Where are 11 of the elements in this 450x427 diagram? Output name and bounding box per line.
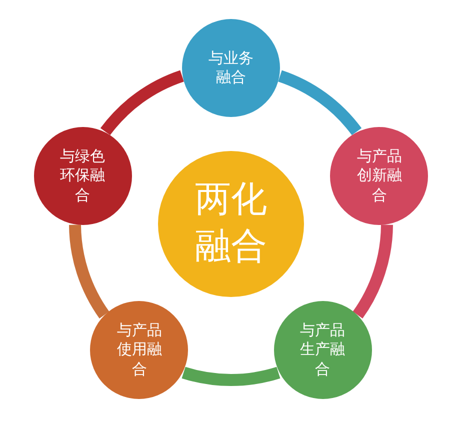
node-label: 与产品生产融合 [300, 320, 346, 380]
ring-connector [182, 366, 280, 386]
node-label: 两化融合 [194, 178, 268, 269]
ring-connector [100, 70, 184, 136]
ring-connector [352, 224, 393, 318]
ring-connector [278, 70, 362, 136]
node-label: 与绿色环保融合 [60, 146, 106, 206]
node-label: 与业务融合 [208, 48, 254, 88]
node-label: 与产品使用融合 [116, 320, 162, 380]
ring-connector [69, 224, 110, 318]
node-label: 与产品创新融合 [356, 146, 402, 206]
